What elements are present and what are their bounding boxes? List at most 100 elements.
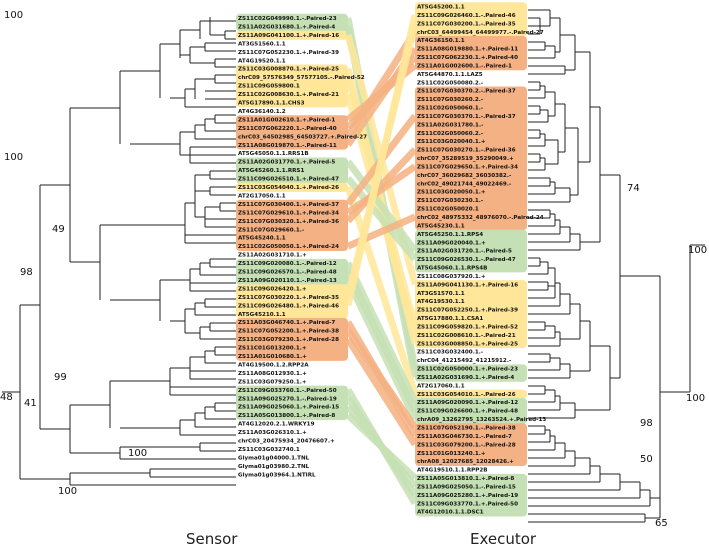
sensor-leaf-label: AT4G19520.1.1 xyxy=(238,58,286,64)
executor-clade-box-yellow xyxy=(415,2,527,37)
pair-connector xyxy=(345,337,418,447)
executor-leaf-label: ZS11A02G031690.1.+.Paired-4 xyxy=(417,375,514,381)
pair-connector xyxy=(344,278,419,421)
sensor-leaf-label: ZS11C02G050050.1.+.Paired-24 xyxy=(238,244,339,250)
sensor-clade-box-orange xyxy=(236,199,348,251)
sensor-leaf-label: ZS11A03G046740.1.+.Paired-7 xyxy=(238,320,335,326)
pair-connector xyxy=(344,185,419,395)
bootstrap-label: 74 xyxy=(627,183,640,194)
executor-leaf-label: ZS11C03G032400.1.- xyxy=(417,350,484,356)
executor-leaf-label: ZS11C02G008610.1.-.Paired-21 xyxy=(417,333,516,339)
executor-leaf-label: ZS11C02G050060.1.- xyxy=(417,106,484,112)
sensor-leaf-label: ZS11C07G029610.1.+.Paired-34 xyxy=(238,210,339,216)
executor-leaf-label: ZS11A09G020090.1.+.Paired-12 xyxy=(417,400,518,406)
sensor-leaf-label: ZS11C07G052230.1.+.Paired-39 xyxy=(238,50,339,56)
executor-leaf-label: ZS11C02G050060.2.- xyxy=(417,131,484,137)
executor-clade-box-green xyxy=(415,364,527,382)
executor-clade-box-orange xyxy=(415,35,527,71)
sensor-leaf-label: ZS11A02G031770.1.+.Paired-5 xyxy=(238,160,335,166)
sensor-leaf-label: ZS11C02G049990.1.-.Paired-23 xyxy=(238,16,337,22)
executor-tree xyxy=(528,9,705,523)
executor-leaf-label: ZS11C07G052190.1.-.Paired-38 xyxy=(417,426,516,432)
sensor-leaf-label: ZS11A09G025060.1.+.Paired-15 xyxy=(238,405,339,411)
sensor-leaf-label: ZS11C02G008630.1.+.Paired-21 xyxy=(238,92,339,98)
sensor-leaf-label: ZS11C07G062220.1.-.Paired-40 xyxy=(238,126,337,132)
executor-leaf-label: ZS11C07G030270.1.-.Paired-36 xyxy=(417,148,516,154)
pair-connector xyxy=(345,328,418,430)
executor-leaf-label: ZS11C03G020050.1.+ xyxy=(417,190,486,196)
sensor-clade-box-orange xyxy=(236,115,348,150)
sensor-leaf-label: ZS11C09G033760.1.-.Paired-50 xyxy=(238,388,337,394)
sensor-leaf-label: ZS11C07G052200.1.+.Paired-38 xyxy=(238,329,339,335)
bootstrap-label: 48 xyxy=(0,392,13,403)
sensor-leaf-label: ZS11C09G026420.1.+ xyxy=(238,286,307,292)
sensor-leaf-label: ZS11C01G013200.1.+ xyxy=(238,346,307,352)
sensor-tree xyxy=(2,17,236,486)
sensor-leaf-label: ZS11C09G059800.1 xyxy=(238,84,300,90)
bootstrap-label: 49 xyxy=(52,224,65,235)
sensor-leaf-label: ZS11A01G002610.1.+.Paired-1 xyxy=(238,117,335,123)
sensor-clade-box-green xyxy=(236,13,348,32)
executor-leaf-label: ZS11C03G079200.1.-.Paired-28 xyxy=(417,442,516,448)
executor-leaf-label: AT4G36150.1.1 xyxy=(417,38,465,44)
executor-leaf-label: ZS11C08G037920.1.+ xyxy=(417,274,486,280)
sensor-clade-box-green xyxy=(236,258,348,285)
executor-leaf-label: AT5G17880.1.1.CSA1 xyxy=(417,316,483,322)
bootstrap-label: 41 xyxy=(24,398,37,409)
executor-leaf-label: ZS11C09G026460.1.-.Paired-46 xyxy=(417,13,516,19)
sensor-leaf-label: ZS11C07G030220.1.+.Paired-35 xyxy=(238,295,339,301)
bootstrap-label: 65 xyxy=(655,518,668,529)
sensor-leaf-label: chrC03_64502985_64503727.+.Paired-27 xyxy=(238,134,367,140)
executor-leaf-label: AT5G45060.1.1.RPS4B xyxy=(417,266,487,272)
executor-leaf-label: ZS11C07G030370.1.-.Paired-37 xyxy=(417,114,516,120)
sensor-clade-box-yellow xyxy=(236,182,348,192)
executor-leaf-label: AT4G12010.1.1.DSC1 xyxy=(417,510,484,516)
sensor-clade-box-yellow xyxy=(236,30,348,40)
sensor-leaf-label: ZS11C03G032740.1 xyxy=(238,447,300,453)
executor-leaf-label: ZS11C07G030370.2.-.Paired-37 xyxy=(417,89,516,95)
sensor-leaf-label: ZS11C03G008870.1.+.Paired-25 xyxy=(238,67,339,73)
executor-leaf-label: ZS11C03G020040.1.+ xyxy=(417,139,486,145)
executor-leaf-label: ZS11A03G046730.1.-.Paired-7 xyxy=(417,434,512,440)
sensor-leaf-label: ZS11A05G013800.1.+.Paired-8 xyxy=(238,413,335,419)
executor-leaf-label: ZS11C02G050000.1.+.Paired-23 xyxy=(417,367,518,373)
sensor-leaf-label: ZS11C07G030400.1.+.Paired-37 xyxy=(238,202,339,208)
sensor-clade-box-green xyxy=(236,385,348,420)
sensor-leaf-label: ZS11C07G029660.1.- xyxy=(238,227,305,233)
executor-leaf-label: ZS11C09G033770.1.+.Paired-50 xyxy=(417,501,518,507)
executor-leaf-label: ZS11C07G030260.2.- xyxy=(417,97,484,103)
bootstrap-label: 50 xyxy=(640,454,653,465)
executor-leaf-label: ZS11C02G050020.1 xyxy=(417,207,479,213)
executor-leaf-label: ZS11C03G054010.1.-.Paired-26 xyxy=(417,392,516,398)
executor-caption: Executor xyxy=(470,530,537,548)
sensor-leaf-label: AT4G36140.1.2 xyxy=(238,109,286,115)
executor-leaf-label: ZS11C02G050080.2.- xyxy=(417,80,484,86)
sensor-leaf-label: ZS11C03G054040.1.+.Paired-26 xyxy=(238,185,339,191)
pair-connector xyxy=(344,269,419,413)
sensor-leaf-label: AT5G17890.1.1.CHS3 xyxy=(238,101,305,107)
executor-clade-box-green xyxy=(415,473,527,517)
sensor-leaf-label: ZS11C07G030320.1.+.Paired-36 xyxy=(238,219,339,225)
bootstrap-label: 100 xyxy=(686,393,705,404)
executor-leaf-label: ZS11A01G002600.1.-.Paired-1 xyxy=(417,63,512,69)
bootstrap-label: 100 xyxy=(128,448,147,459)
sensor-leaf-label: AT3G51560.1.1 xyxy=(238,41,286,47)
executor-clade-box-yellow xyxy=(415,280,527,349)
sensor-leaf-label: ZS11A08G019870.1.-.Paired-11 xyxy=(238,143,337,149)
sensor-caption: Sensor xyxy=(186,530,238,548)
sensor-leaf-label: AT2G17050.1.1 xyxy=(238,193,286,199)
executor-leaf-label: ZS11C01G013240.1.+ xyxy=(417,451,486,457)
bootstrap-label: 99 xyxy=(54,372,67,383)
sensor-leaf-label: AT5G45210.1.1 xyxy=(238,312,286,318)
executor-leaf-label: ZS11A02G031780.1.- xyxy=(417,122,484,128)
sensor-leaf-label: ZS11C09G026570.1.-.Paired-48 xyxy=(238,270,337,276)
pair-connector xyxy=(344,14,419,307)
executor-clade-box-yellow xyxy=(415,389,527,399)
executor-leaf-label: ZS11C07G030230.1.- xyxy=(417,198,484,204)
executor-leaf-label: AT5G45230.1.1 xyxy=(417,223,465,229)
executor-leaf-label: ZS11C09G059820.1.+.Paired-52 xyxy=(417,324,518,330)
sensor-leaf-label: ZS11A09G020110.1.-.Paired-13 xyxy=(238,278,337,284)
sensor-leaf-label: ZS11A09G041100.1.+.Paired-16 xyxy=(238,33,339,39)
sensor-leaf-label: ZS11C09G026480.1.+.Paired-46 xyxy=(238,303,339,309)
